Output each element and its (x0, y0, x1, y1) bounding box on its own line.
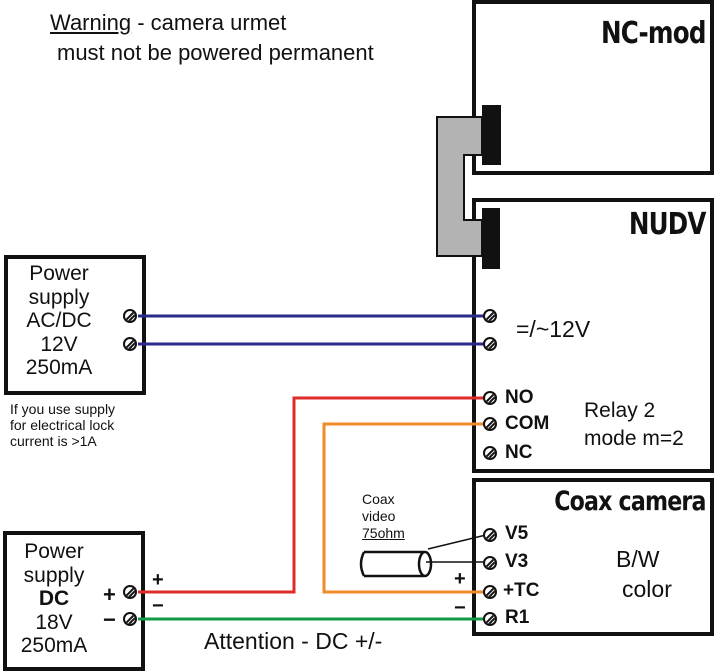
power-supply-dc-label: Power supply DC 18V 250mA (7, 540, 101, 658)
ps-dc-line: 18V (35, 610, 73, 634)
note-line: If you use supply (10, 401, 116, 417)
nudv-supply-label: =/~12V (516, 316, 591, 342)
coax-cable-end (417, 550, 433, 578)
relay-terminal-nc: NC (505, 442, 533, 463)
ps-acdc-line: AC/DC (26, 309, 92, 332)
dc-wire-plus-sign: + (152, 569, 164, 591)
warning-line-2: must not be powered permanent (57, 40, 374, 65)
module-bridge-connector (436, 116, 483, 257)
ps-acdc-line: Power (29, 262, 89, 285)
power-supply-dc: Power supply DC 18V 250mA + − (3, 531, 145, 671)
coax-cable-label: Coax video 75ohm (362, 491, 405, 542)
terminal-screw-icon (483, 417, 497, 431)
camera-terminal-v5: V5 (505, 523, 529, 544)
terminal-screw-icon (483, 528, 497, 542)
ps-dc-line: 250mA (20, 634, 88, 657)
camera-type-line-2: color (622, 576, 672, 602)
relay-label-line-2: mode m=2 (584, 427, 684, 450)
camera-terminal-v3: V3 (505, 551, 529, 572)
ps-acdc-line: 250mA (25, 356, 93, 379)
ps-dc-plus-sign: + (103, 582, 116, 607)
ps-dc-line: DC (38, 587, 70, 610)
dc-wire-minus-sign: − (152, 595, 164, 617)
nc-mod-title: NC-mod (601, 16, 706, 51)
terminal-screw-icon (483, 337, 497, 351)
relay-label-line-1: Relay 2 (584, 399, 656, 422)
relay-terminal-no: NO (505, 387, 534, 408)
attention-label: Attention - DC +/- (204, 628, 383, 654)
nudv-title: NUDV (629, 207, 707, 242)
relay-terminal-com: COM (505, 413, 550, 434)
nudv-module: NUDV =/~12V Relay 2 mode m=2 (472, 198, 714, 473)
coax-shield-wire (427, 533, 491, 550)
ps-dc-minus-sign: − (103, 607, 116, 632)
nudv-connector-block (482, 208, 500, 269)
relay-com-wire (322, 422, 490, 594)
ps-acdc-line: supply (28, 285, 90, 309)
ps-acdc-line: 12V (40, 332, 78, 356)
ps-dc-line: supply (23, 563, 85, 587)
coax-camera-module: Coax camera B/W color (472, 478, 714, 636)
warning-text: - camera urmet (131, 10, 287, 35)
terminal-screw-icon (483, 612, 497, 626)
power-supply-acdc: Power supply AC/DC 12V 250mA (4, 255, 146, 395)
terminal-screw-icon (483, 556, 497, 570)
terminal-screw-icon (483, 391, 497, 405)
coax-label-line: 75ohm (362, 525, 405, 541)
nc-mod-connector-block (482, 105, 501, 165)
camera-minus-sign: − (454, 597, 466, 619)
terminal-screw-icon (483, 446, 497, 460)
coax-label-line: video (362, 508, 396, 524)
terminal-screw-icon (123, 337, 137, 351)
camera-terminal-tc: +TC (503, 580, 540, 601)
coax-camera-title: Coax camera (554, 486, 707, 517)
note-line: current is >1A (10, 433, 97, 449)
relay-no-wire (138, 396, 490, 594)
warning-line-1: Warning - camera urmet (50, 10, 286, 36)
power-supply-note: If you use supply for electrical lock cu… (10, 401, 115, 449)
coax-cable-icon (359, 550, 424, 578)
camera-terminal-r1: R1 (505, 607, 530, 628)
nc-mod-module: NC-mod (472, 0, 714, 175)
note-line: for electrical lock (10, 417, 115, 433)
ps-dc-line: Power (24, 540, 84, 563)
terminal-screw-icon (483, 585, 497, 599)
terminal-screw-icon (123, 612, 137, 626)
coax-label-line: Coax (362, 491, 395, 507)
terminal-screw-icon (123, 309, 137, 323)
warning-keyword: Warning (50, 10, 132, 35)
power-supply-acdc-label: Power supply AC/DC 12V 250mA (8, 262, 110, 380)
camera-type-line-1: B/W (616, 546, 660, 572)
camera-plus-sign: + (454, 568, 466, 590)
terminal-screw-icon (123, 585, 137, 599)
terminal-screw-icon (483, 309, 497, 323)
